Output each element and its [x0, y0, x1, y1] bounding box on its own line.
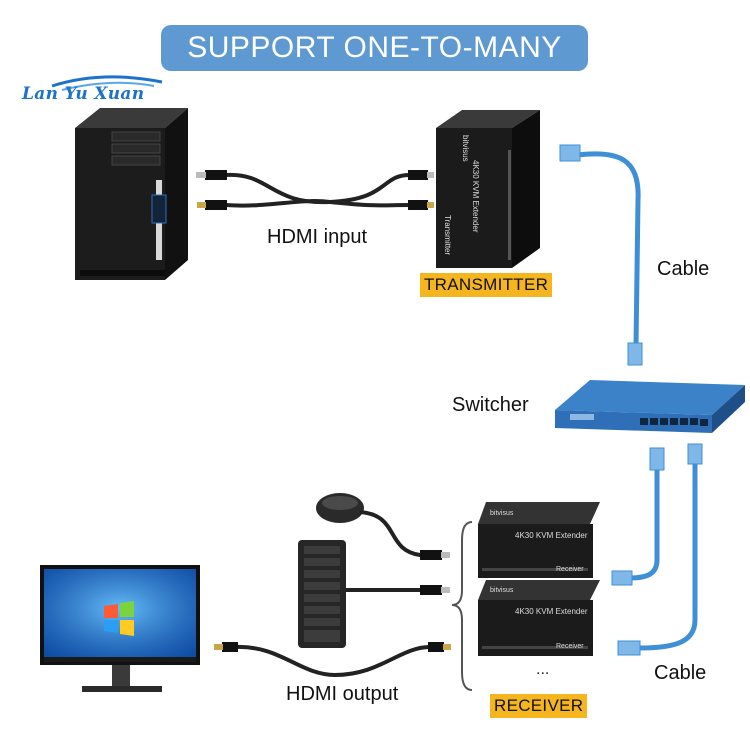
mouse-icon — [316, 493, 450, 560]
receiver-brace-icon — [451, 521, 473, 691]
receiver-1-brand: bitvisus — [490, 510, 514, 517]
hdmi-input-label: HDMI input — [267, 226, 368, 248]
transmitter-tag: TRANSMITTER — [420, 273, 553, 297]
hdmi-output-cable-icon — [214, 642, 451, 678]
banner-title: SUPPORT ONE-TO-MANY — [161, 25, 588, 71]
receiver-device-2-icon — [478, 580, 600, 656]
receiver-2-model: 4K30 KVM Extender — [515, 607, 588, 616]
transmitter-device-icon — [436, 110, 540, 268]
receiver-2-brand: bitvisus — [490, 587, 514, 594]
logo-text: Lan Yu Xuan — [22, 84, 145, 104]
network-cable-top-icon — [559, 144, 643, 366]
hdmi-output-label: HDMI output — [286, 683, 399, 705]
switcher-label: Switcher — [452, 394, 529, 416]
transmitter-model: 4K30 KVM Extender — [471, 160, 480, 233]
monitor-icon — [40, 565, 200, 692]
network-cable-bottom-icon — [611, 443, 703, 656]
logo-swoosh-icon — [51, 75, 163, 91]
hdmi-input-cable-icon — [196, 170, 434, 210]
receiver-1-side-label: Receiver — [556, 566, 584, 573]
cable-bottom-label: Cable — [654, 662, 707, 684]
pc-tower-icon — [75, 108, 188, 280]
receiver-2-side-label: Receiver — [556, 643, 584, 650]
receiver-1-model: 4K30 KVM Extender — [515, 531, 588, 540]
transmitter-brand: bitvisus — [461, 135, 470, 162]
network-switch-icon — [555, 380, 745, 433]
transmitter-side-label: Transmitter — [443, 215, 452, 256]
receiver-ellipsis: ... — [536, 661, 550, 678]
keyboard-icon — [298, 540, 450, 648]
cable-top-label: Cable — [657, 258, 710, 280]
receiver-device-1-icon — [478, 502, 600, 578]
receiver-tag: RECEIVER — [490, 694, 588, 718]
